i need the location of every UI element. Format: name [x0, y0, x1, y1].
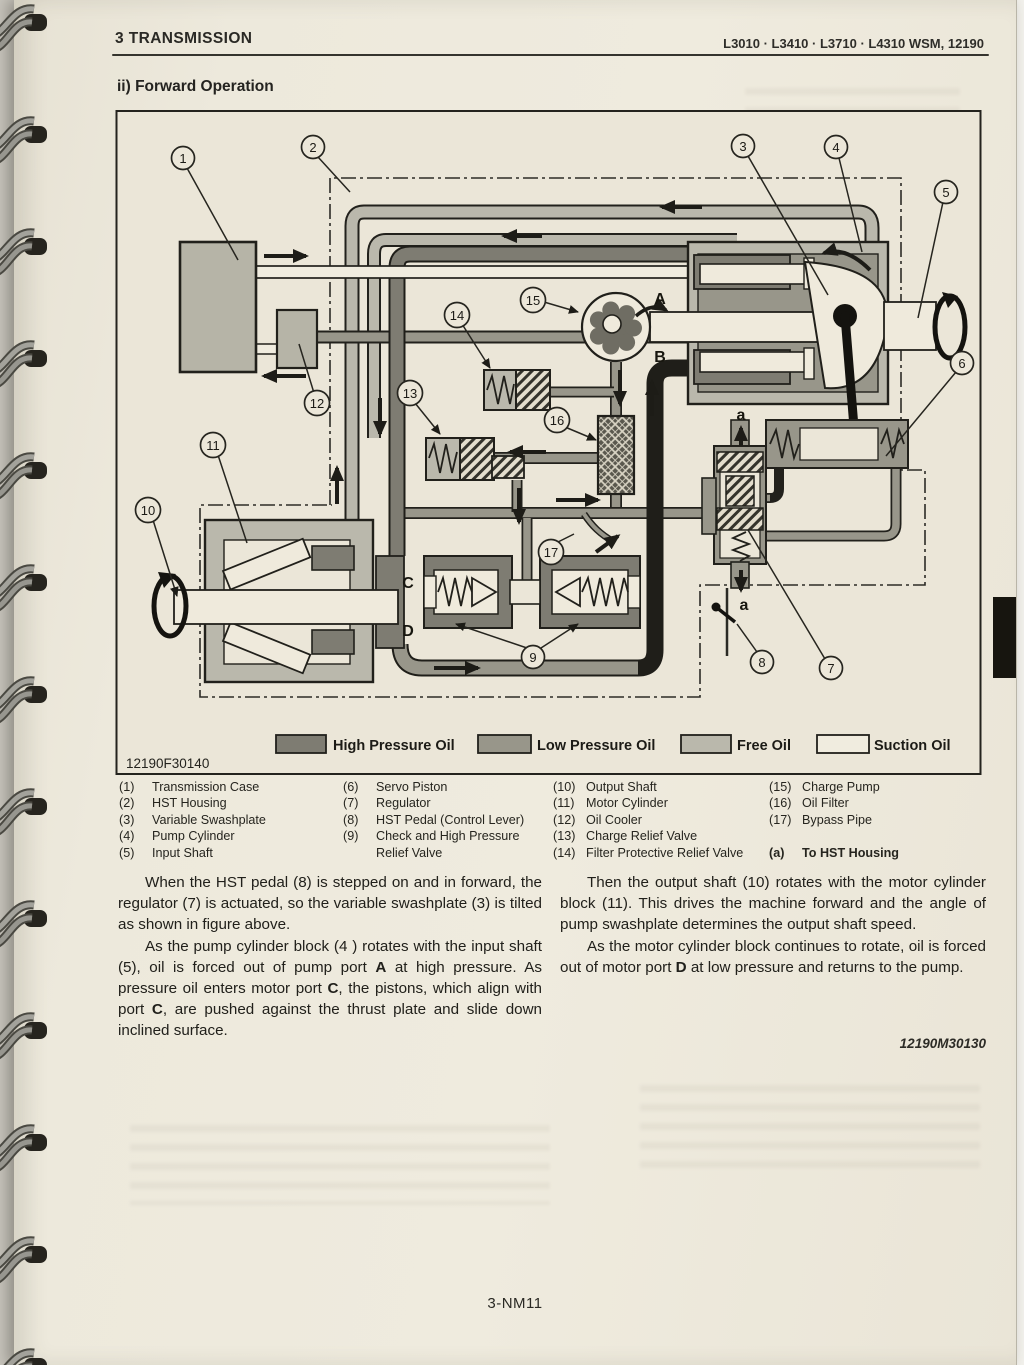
charge-relief-valve [425, 437, 525, 481]
filter-protective-relief-valve [483, 369, 551, 411]
callouts: 1 2 3 4 5 6 7 8 9 10 11 12 13 14 15 16 1… [134, 133, 975, 681]
part-label: Oil Cooler [586, 812, 642, 827]
legend-label-high-pressure: High Pressure Oil [333, 738, 455, 754]
callout-10: 10 [141, 503, 155, 518]
legend-label-low-pressure: Low Pressure Oil [537, 738, 655, 754]
legend: High Pressure Oil Low Pressure Oil Free … [275, 734, 951, 754]
pump-piston-lower [699, 351, 809, 373]
oil-cooler [275, 308, 319, 370]
hst-housing-boundary [199, 177, 926, 698]
body-text-left: When the HST pedal (8) is stepped on and… [118, 872, 542, 1042]
a-mark-bottom: a [740, 597, 749, 614]
body-text-right: Then the output shaft (10) rotates with … [560, 872, 986, 978]
parts-column-1: (1)Transmission Case (2)HST Housing (3)V… [119, 780, 266, 860]
check-relief-valves [423, 555, 641, 629]
chapter-title: 3 TRANSMISSION [115, 30, 253, 47]
callout-2: 2 [309, 140, 316, 155]
callout-4: 4 [832, 140, 839, 155]
part-label: Charge Relief Valve [586, 829, 698, 844]
hydraulic-circuit-figure: A B C D a a 1 2 3 4 5 6 7 8 9 [115, 110, 982, 775]
section-title: ii) Forward Operation [117, 78, 274, 95]
part-label: HST Pedal (Control Lever) [376, 812, 525, 827]
part-label: HST Housing [152, 796, 227, 811]
callout-12: 12 [310, 396, 324, 411]
part-label-cont: Relief Valve [376, 845, 443, 860]
part-label: Bypass Pipe [802, 812, 873, 827]
part-label: Variable Swashplate [152, 812, 266, 827]
parts-column-4: (15)Charge Pump (16)Oil Filter (17)Bypas… [769, 780, 900, 860]
callout-3: 3 [739, 139, 746, 154]
text-code: 12190M30130 [899, 1036, 986, 1051]
paragraph: Then the output shaft (10) rotates with … [560, 874, 986, 934]
charge-pump [580, 291, 669, 363]
port-d-label: D [402, 623, 414, 640]
a-mark-top: a [737, 407, 746, 424]
legend-swatch-high-pressure [275, 734, 327, 754]
callout-14: 14 [450, 308, 464, 323]
page-number: 3-NM11 [487, 1295, 543, 1312]
part-label: Filter Protective Relief Valve [586, 845, 744, 860]
paragraph: When the HST pedal (8) is stepped on and… [118, 874, 542, 934]
part-label: Output Shaft [586, 780, 657, 794]
pump-piston-upper [699, 263, 809, 285]
part-label: Pump Cylinder [152, 829, 235, 844]
port-a-label: A [654, 291, 666, 308]
parts-column-3: (10)Output Shaft (11)Motor Cylinder (12)… [553, 780, 744, 860]
input-shaft [883, 301, 937, 351]
callout-1: 1 [179, 151, 186, 166]
transmission-case [178, 240, 258, 374]
port-b-label: B [654, 349, 666, 366]
figure-code: 12190F30140 [126, 756, 209, 771]
port-labels: A B C D a a [402, 291, 748, 640]
paragraph: As the pump cylinder block (4 ) rotates … [118, 937, 543, 1040]
input-rotation-arrowhead [942, 292, 958, 308]
part-label-to-hst-housing: To HST Housing [802, 845, 900, 860]
callout-9: 9 [529, 650, 536, 665]
input-shaft-line [255, 265, 693, 279]
motor-assembly [151, 518, 405, 684]
servo-piston [765, 419, 909, 469]
callout-5: 5 [942, 185, 949, 200]
section-thumb-tab [993, 597, 1016, 678]
paragraph: As the motor cylinder block continues to… [560, 937, 986, 976]
spiral-binding [0, 0, 70, 1365]
oil-filter [596, 414, 636, 496]
part-label: Input Shaft [152, 845, 213, 860]
hst-forward-operation-diagram: A B C D a a 1 2 3 4 5 6 7 8 9 [114, 108, 984, 778]
callout-13: 13 [403, 386, 417, 401]
legend-swatch-free-oil [680, 734, 732, 754]
part-label: Charge Pump [802, 780, 880, 794]
flow-arrows [261, 200, 748, 675]
header-rule [112, 54, 989, 56]
callout-6: 6 [958, 356, 965, 371]
parts-list: (1)Transmission Case (2)HST Housing (3)V… [119, 779, 985, 865]
motor-piston-upper [221, 537, 312, 591]
motor-piston-lower [221, 621, 312, 675]
output-shaft [173, 589, 399, 625]
part-label: Oil Filter [802, 796, 849, 811]
callout-17: 17 [544, 545, 558, 560]
callout-leaders [152, 155, 957, 660]
hst-pedal-mark-lever [714, 605, 737, 624]
model-reference: L3010 · L3410 · L3710 · L4310 WSM, 12190 [723, 36, 984, 51]
callout-11: 11 [206, 438, 220, 453]
part-label: Check and High Pressure [376, 829, 520, 844]
swashplate-rotation-arrow [821, 242, 872, 272]
callout-16: 16 [550, 413, 564, 428]
part-label: Regulator [376, 796, 431, 811]
legend-label-suction-oil: Suction Oil [874, 738, 951, 754]
part-label: Motor Cylinder [586, 796, 668, 811]
callout-8: 8 [758, 655, 765, 670]
legend-swatch-suction-oil [816, 734, 870, 754]
part-label: Transmission Case [152, 780, 260, 794]
legend-swatch-low-pressure [477, 734, 532, 754]
callout-7: 7 [827, 661, 834, 676]
callout-15: 15 [526, 293, 540, 308]
parts-column-2: (6)Servo Piston (7)Regulator (8)HST Peda… [343, 780, 525, 860]
part-label: Servo Piston [376, 780, 448, 794]
legend-label-free-oil: Free Oil [737, 738, 791, 754]
pump-assembly [649, 240, 937, 457]
port-c-label: C [402, 575, 414, 592]
